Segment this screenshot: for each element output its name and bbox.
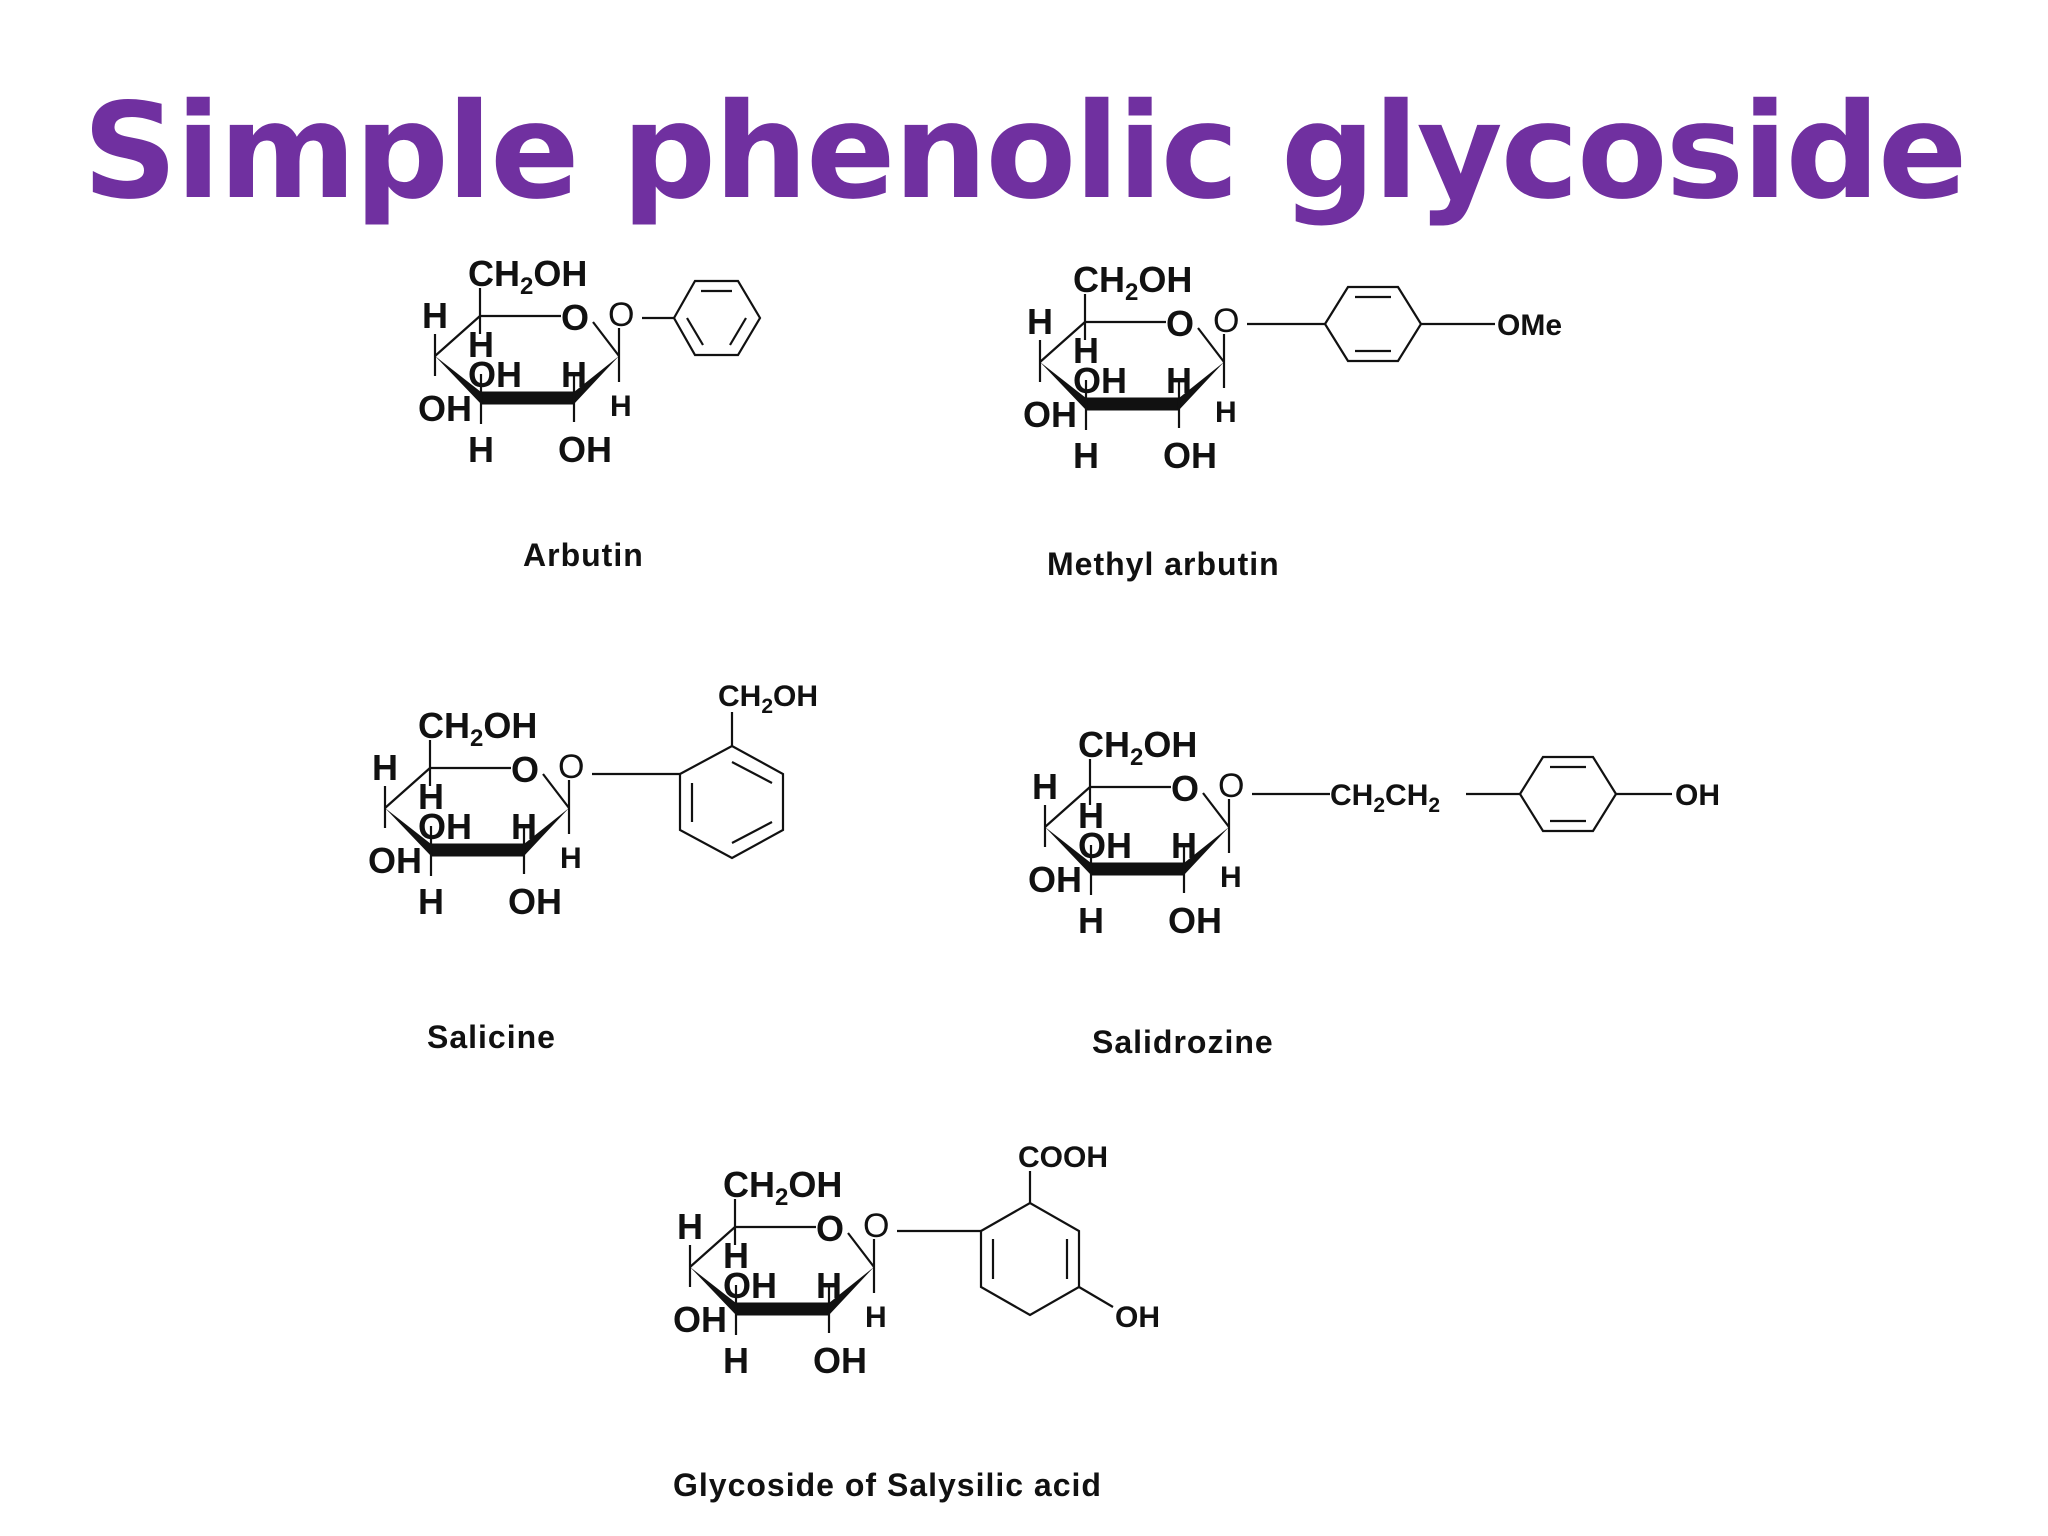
ethyl-chain-label: CH2CH2	[1330, 779, 1440, 817]
page-title: Simple phenolic glycoside	[82, 75, 1968, 229]
compound-arbutin: Arbutin	[418, 253, 762, 573]
compound-name: Arbutin	[523, 537, 644, 573]
compound-glycoside-salysilic-acid: COOH OH Glycoside of Salysilic acid	[673, 1141, 1160, 1503]
compound-name: Salicine	[427, 1019, 556, 1055]
compound-methyl-arbutin: OMe Methyl arbutin	[1023, 259, 1562, 582]
compound-name: Methyl arbutin	[1047, 546, 1280, 582]
compound-salicine: CH2OH Salicine	[368, 680, 818, 1055]
compound-name: Glycoside of Salysilic acid	[673, 1467, 1102, 1503]
carboxyl-label: COOH	[1018, 1141, 1108, 1174]
methoxy-label: OMe	[1497, 309, 1562, 342]
hydroxy-label: OH	[1115, 1301, 1160, 1334]
compound-salidrozine: CH2CH2 OH Salidrozine	[1028, 724, 1720, 1060]
ch2oh-substituent-label: CH2OH	[718, 680, 818, 718]
hydroxy-label: OH	[1675, 779, 1720, 812]
compound-name: Salidrozine	[1092, 1024, 1274, 1060]
